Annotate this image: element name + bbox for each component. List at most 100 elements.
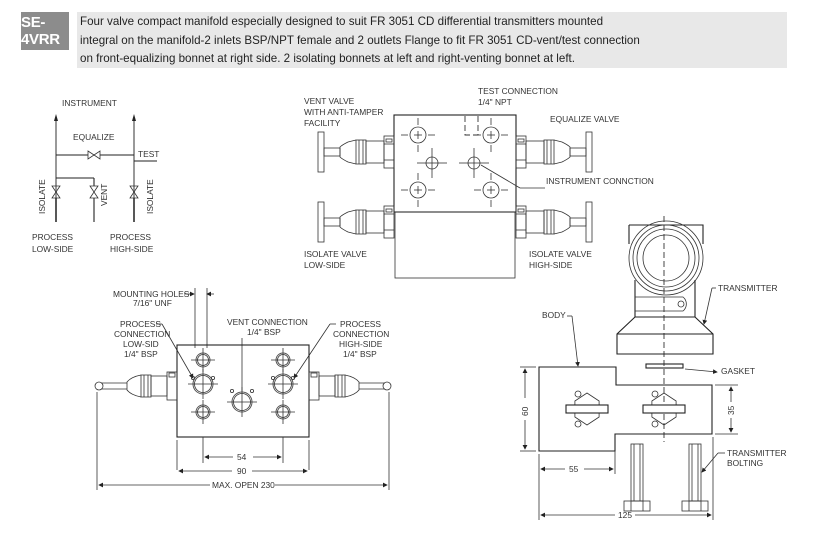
bolt-hole (210, 375, 215, 380)
port-hole (474, 118, 508, 152)
side-body (538, 366, 713, 452)
model-code: SE-4VRR (21, 14, 60, 48)
bolt (623, 443, 651, 512)
label-test-connection-2: 1/4" NPT (478, 97, 512, 107)
equalize-valve (515, 131, 593, 173)
vent-valve (317, 131, 395, 173)
mounting-hole (268, 369, 298, 399)
port-hole (401, 118, 435, 152)
label-isolate-right: ISOLATE (145, 179, 155, 214)
bolt-hole (249, 388, 254, 393)
arrow-up-icon (54, 114, 58, 121)
label-isolate-high-2: HIGH-SIDE (529, 260, 573, 270)
label-transmitter: TRANSMITTER (718, 283, 778, 293)
label-equalize-valve: EQUALIZE VALVE (550, 114, 620, 124)
mounting-hole (271, 400, 295, 424)
mounting-hole (271, 348, 295, 372)
bolt-hole (229, 388, 234, 393)
bottom-view: MOUNTING HOLES 7/16" UNF PROCESS CONNECT… (94, 288, 392, 490)
label-vent-connection-1: VENT CONNECTION (227, 317, 308, 327)
label-process-high-1: PROCESS (340, 319, 381, 329)
bolt (681, 443, 709, 512)
label-process-low-2: LOW-SIDE (32, 244, 74, 254)
label-mounting-holes-1: MOUNTING HOLES (113, 289, 190, 299)
label-body: BODY (542, 310, 566, 320)
label-process-high-2: HIGH-SIDE (110, 244, 154, 254)
description-line-3: on front-equalizing bonnet at right side… (80, 52, 575, 66)
transmitter-dial-inner (642, 234, 690, 282)
label-instrument: INSTRUMENT (62, 98, 117, 108)
label-process-high-4: 1/4" BSP (343, 349, 377, 359)
dim-125: 125 (618, 510, 632, 520)
label-transmitter-bolting-2: BOLTING (727, 458, 763, 468)
mounting-hole (188, 369, 218, 399)
bolt-hole (290, 375, 295, 380)
bottom-valve-low (94, 371, 178, 401)
dim-54: 54 (237, 452, 247, 462)
transmitter-top (628, 224, 704, 244)
isolate-high-valve-icon (129, 185, 139, 199)
mounting-hole (191, 400, 215, 424)
bottom-valve-high (308, 371, 392, 401)
dim-60: 60 (520, 406, 530, 416)
vent-valve-icon (89, 185, 99, 199)
front-valves (317, 131, 593, 243)
bottom-holes (188, 348, 298, 424)
description-line-1: Four valve compact manifold especially d… (80, 15, 604, 28)
bolt-hole (190, 375, 195, 380)
label-vent-connection-2: 1/4" BSP (247, 327, 281, 337)
isolate-low-valve (317, 201, 395, 243)
label-vent-valve-2: WITH ANTI-TAMPER (304, 107, 383, 117)
dim-90: 90 (237, 466, 247, 476)
label-vent-valve-1: VENT VALVE (304, 96, 355, 106)
dim-max-open: MAX. OPEN 230 (212, 480, 275, 490)
label-test-connection-1: TEST CONNECTION (478, 86, 558, 96)
transmitter-bolts (623, 443, 709, 512)
transmitter-tab (635, 296, 687, 312)
mounting-hole (227, 387, 257, 417)
bonnet-hex (565, 390, 609, 428)
description-line-2: integral on the manifold-2 inlets BSP/NP… (80, 33, 640, 47)
label-equalize: EQUALIZE (73, 132, 115, 142)
label-instrument-connection: INSTRUMENT CONNCTION (546, 176, 654, 186)
flow-schematic: INSTRUMENT EQUALIZE TEST ISOLATE VENT IS… (32, 98, 159, 254)
label-isolate-left: ISOLATE (37, 179, 47, 214)
label-mounting-holes-2: 7/16" UNF (133, 298, 172, 308)
label-vent: VENT (99, 184, 109, 206)
model-code-badge: SE-4VRR (21, 12, 69, 50)
equalize-valve-icon (87, 150, 101, 160)
label-process-low-2: CONNECTION (114, 329, 170, 339)
gasket (645, 363, 684, 369)
front-view: VENT VALVE WITH ANTI-TAMPER FACILITY TES… (304, 86, 654, 279)
label-process-low-1: PROCESS (120, 319, 161, 329)
label-gasket: GASKET (721, 366, 755, 376)
mounting-hole (191, 348, 215, 372)
front-holes (401, 118, 508, 207)
side-bonnets (565, 390, 686, 428)
port-hole (417, 148, 447, 178)
manifold-lower-body (394, 211, 516, 279)
port-hole (459, 148, 489, 178)
transmitter-neck (634, 280, 696, 317)
isolate-high-valve (515, 201, 593, 243)
label-process-high-1: PROCESS (110, 232, 151, 242)
label-isolate-high-1: ISOLATE VALVE (529, 249, 592, 259)
label-vent-valve-3: FACILITY (304, 118, 341, 128)
port-hole (401, 173, 435, 207)
transmitter-flange (616, 316, 714, 355)
label-transmitter-bolting-1: TRANSMITTER (727, 448, 787, 458)
label-process-low-3: LOW-SID (123, 339, 159, 349)
isolate-low-valve-icon (51, 185, 61, 199)
test-port-hidden (464, 116, 479, 136)
bolt-hole (270, 375, 275, 380)
transmitter-dial-outer (628, 220, 704, 296)
bonnet-hex (642, 390, 686, 428)
label-process-high-3: HIGH-SIDE (339, 339, 383, 349)
side-view: TRANSMITTER GASKET BODY TRANSMITTER BOLT… (520, 216, 787, 520)
description-box: Four valve compact manifold especially d… (77, 12, 787, 68)
label-process-high-2: CONNECTION (333, 329, 389, 339)
dim-55: 55 (569, 464, 579, 474)
label-process-low-1: PROCESS (32, 232, 73, 242)
bottom-valves (94, 371, 392, 401)
